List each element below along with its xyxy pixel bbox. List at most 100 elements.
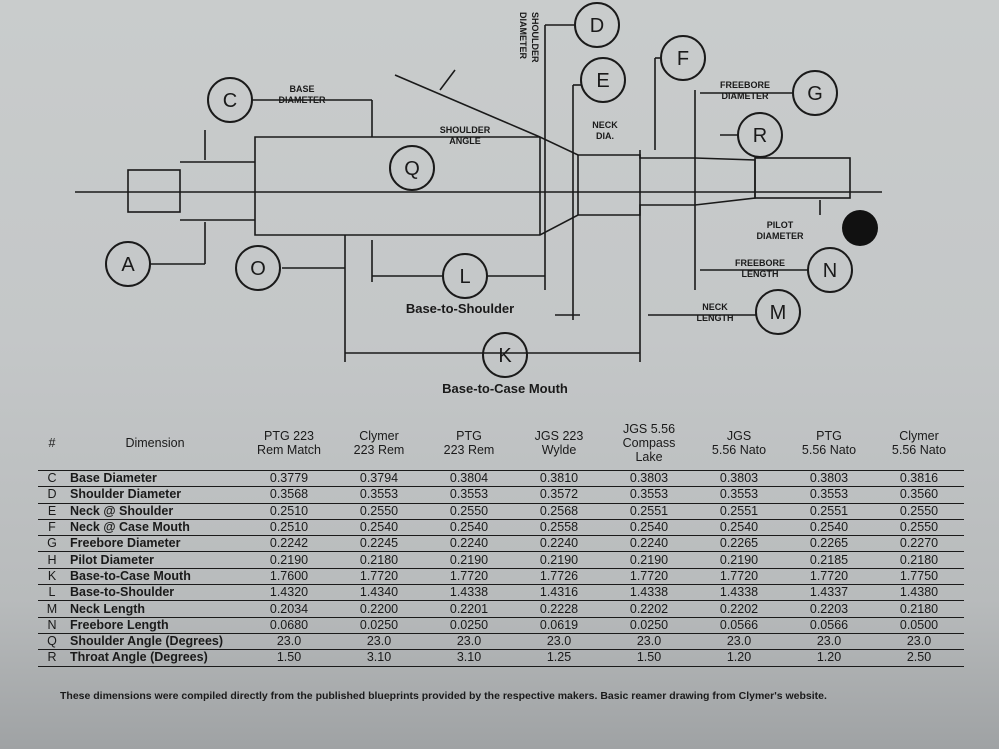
row-value: 0.3553 [694,486,784,504]
row-value: 0.3804 [424,469,514,487]
row-value: 1.4338 [694,584,784,601]
header-line: Lake [635,450,663,464]
callout-m: M [770,302,787,324]
row-value: 1.4337 [784,584,874,601]
label-pilot-diameter-2: DIAMETER [757,231,805,241]
row-value: 0.3553 [784,486,874,504]
row-value: 0.2270 [874,535,964,552]
header-line: JGS 5.56 [622,422,676,436]
row-value: 1.7720 [694,567,784,585]
header-line: 5.56 Nato [711,443,767,457]
row-value: 23.0 [874,632,964,650]
header-line: Rem Match [257,443,321,457]
row-value: 23.0 [514,632,604,650]
header-line: Clymer [899,429,939,443]
row-value: 1.7720 [424,567,514,585]
row-dimension: Base Diameter [66,469,244,487]
label-freebore-length-2: LENGTH [742,269,779,279]
label-shoulder-diameter-1: SHOULDER [530,12,540,63]
row-value: 0.2550 [874,518,964,536]
header-line: Clymer [359,429,399,443]
row-value: 0.3803 [784,469,874,487]
label-neck-dia-1: NECK [592,120,618,130]
callout-k: K [498,345,512,367]
row-value: 1.4340 [334,584,424,601]
row-value: 1.4338 [424,584,514,601]
header-num: # [48,436,56,450]
label-base-to-shoulder: Base-to-Shoulder [406,301,514,316]
row-value: 0.3553 [604,486,694,504]
callout-d: D [590,15,604,37]
header-line: Compass [622,436,676,450]
callout-o: O [250,258,266,280]
row-letter: G [38,535,66,552]
row-value: 23.0 [244,632,334,650]
row-value: 0.3560 [874,486,964,504]
header-line: 5.56 Nato [801,443,857,457]
label-neck-dia-2: DIA. [596,131,614,141]
row-value: 0.0250 [424,616,514,634]
row-value: 0.2180 [874,600,964,618]
row-value: 0.2240 [514,535,604,552]
row-letter: H [38,551,66,569]
row-value: 0.0680 [244,616,334,634]
row-value: 0.3803 [604,469,694,487]
row-value: 0.3810 [514,469,604,487]
row-value: 0.2203 [784,600,874,618]
row-dimension: Base-to-Case Mouth [66,567,244,585]
row-value: 3.10 [424,649,514,667]
row-dimension: Base-to-Shoulder [66,584,244,601]
row-value: 0.2240 [604,535,694,552]
row-value: 1.7726 [514,567,604,585]
row-value: 1.50 [604,649,694,667]
row-value: 0.2202 [604,600,694,618]
row-letter: L [38,584,66,601]
row-value: 0.2180 [334,551,424,569]
row-value: 0.2540 [424,518,514,536]
callout-g: G [807,83,823,105]
row-value: 1.4380 [874,584,964,601]
row-dimension: Throat Angle (Degrees) [66,649,244,667]
row-value: 1.4316 [514,584,604,601]
header-line: JGS [726,429,752,443]
label-freebore-length-1: FREEBORE [735,258,785,268]
row-value: 0.2265 [694,535,784,552]
pilot-shank [127,169,181,213]
row-value: 0.2190 [244,551,334,569]
row-value: 0.3553 [424,486,514,504]
label-base-diameter-2: DIAMETER [279,95,327,105]
row-dimension: Pilot Diameter [66,551,244,569]
row-dimension: Freebore Length [66,616,244,634]
row-value: 0.2185 [784,551,874,569]
callout-l: L [459,266,470,288]
row-value: 0.2242 [244,535,334,552]
row-value: 23.0 [694,632,784,650]
header-dimension: Dimension [125,436,185,450]
row-value: 0.2034 [244,600,334,618]
row-letter: N [38,616,66,634]
row-value: 0.2540 [784,518,874,536]
row-value: 0.0250 [334,616,424,634]
header-line: PTG [816,429,842,443]
row-value: 1.7720 [784,567,874,585]
row-value: 23.0 [334,632,424,650]
callout-c: C [223,90,237,112]
reamer-drawing: C D E F G R Q A O L K M N BASE DIAMETER … [75,2,882,396]
row-value: 1.20 [694,649,784,667]
row-value: 0.2190 [694,551,784,569]
label-shoulder-diameter-2: DIAMETER [518,12,528,60]
pilot-section [754,157,851,199]
row-letter: R [38,649,66,667]
row-value: 0.3779 [244,469,334,487]
label-pilot-diameter-1: PILOT [767,220,794,230]
header-line: PTG 223 [263,429,315,443]
row-value: 23.0 [784,632,874,650]
row-value: 2.50 [874,649,964,667]
